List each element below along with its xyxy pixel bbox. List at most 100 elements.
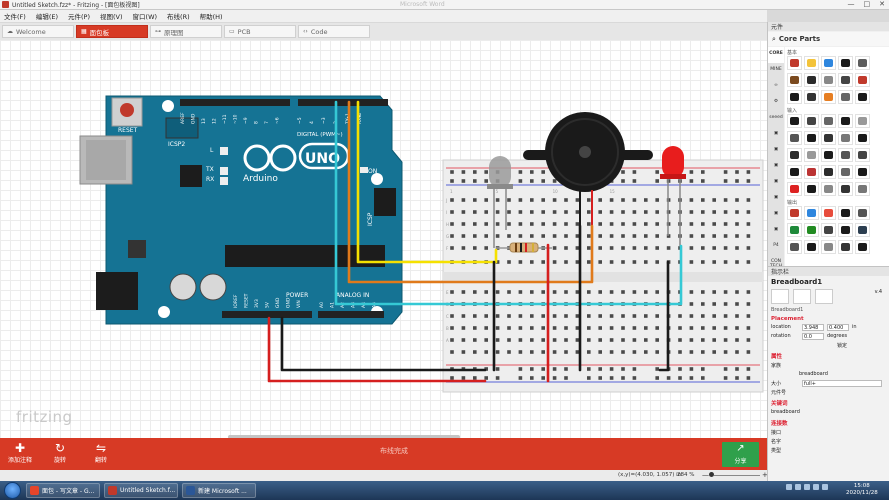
parts-bin-tab[interactable]: CORE	[768, 47, 784, 63]
part-icon[interactable]	[821, 206, 836, 220]
part-icon[interactable]	[804, 90, 819, 104]
wire-orange[interactable]	[347, 100, 594, 284]
add-note-button[interactable]: ✚ 添加注释	[0, 441, 40, 464]
part-icon[interactable]	[804, 206, 819, 220]
size-select[interactable]: full+	[802, 379, 882, 387]
parts-bin-tab[interactable]: ∞	[774, 83, 778, 88]
part-icon[interactable]	[855, 73, 870, 87]
parts-bin-tab[interactable]: ▣	[773, 179, 779, 184]
part-icon[interactable]	[855, 114, 870, 128]
parts-bin-tab[interactable]: seeed	[769, 115, 783, 120]
part-icon[interactable]	[838, 56, 853, 70]
red-led[interactable]	[660, 146, 686, 246]
menu-routing[interactable]: 布线(R)	[167, 13, 190, 21]
menu-window[interactable]: 窗口(W)	[132, 13, 158, 21]
part-icon[interactable]	[804, 114, 819, 128]
tab-breadboard[interactable]: ▦ 面包板	[76, 25, 148, 38]
menu-file[interactable]: 文件(F)	[4, 13, 26, 21]
part-icon[interactable]	[855, 165, 870, 179]
part-icon[interactable]	[838, 73, 853, 87]
part-icon[interactable]	[787, 114, 802, 128]
arduino-uno-board[interactable]: RESET ICSP2 L TX RX ON ICSP DIGITAL (PWM…	[79, 95, 403, 325]
part-icon[interactable]	[787, 73, 802, 87]
part-icon[interactable]	[787, 182, 802, 196]
part-icon[interactable]	[855, 148, 870, 162]
part-icon[interactable]	[821, 223, 836, 237]
wire-black-bb-3[interactable]	[658, 260, 670, 372]
thumb-breadboard-view[interactable]	[771, 289, 789, 304]
parts-bin-tab[interactable]: P4	[773, 243, 779, 248]
resistor[interactable]	[496, 242, 552, 253]
parts-bin-tab[interactable]: ▣	[773, 227, 779, 232]
part-icon[interactable]	[804, 182, 819, 196]
part-icon[interactable]	[821, 90, 836, 104]
part-icon[interactable]	[838, 131, 853, 145]
part-icon[interactable]	[804, 56, 819, 70]
taskbar-item-browser[interactable]: 面包 - 写文章 - G...	[26, 483, 100, 498]
tab-welcome[interactable]: ☁ Welcome	[2, 25, 74, 38]
rotate-button[interactable]: ↻ 旋转	[40, 441, 80, 464]
piezo-buzzer[interactable]	[523, 112, 653, 226]
tray-icon[interactable]	[804, 484, 810, 490]
tab-pcb[interactable]: ▭ PCB	[224, 25, 296, 38]
part-icon[interactable]	[821, 240, 836, 254]
menu-edit[interactable]: 编辑(E)	[35, 13, 58, 21]
close-button[interactable]: ✕	[879, 0, 885, 8]
search-icon[interactable]: ⌕	[772, 34, 776, 43]
location-y-input[interactable]: 0.400	[827, 323, 849, 331]
parts-bin-tab[interactable]: MINE	[770, 67, 782, 72]
taskbar-item-word[interactable]: 新建 Microsoft ...	[182, 483, 256, 498]
part-icon[interactable]	[821, 56, 836, 70]
part-icon[interactable]	[855, 182, 870, 196]
part-icon[interactable]	[804, 223, 819, 237]
part-icon[interactable]	[855, 56, 870, 70]
share-button[interactable]: ↗ 分享	[722, 442, 759, 467]
part-icon[interactable]	[821, 165, 836, 179]
part-icon[interactable]	[838, 165, 853, 179]
menu-help[interactable]: 帮助(H)	[199, 13, 223, 21]
parts-bin-tab[interactable]: ⚙	[773, 99, 779, 104]
wire-black[interactable]	[280, 316, 487, 372]
parts-bin-tab[interactable]: ▣	[773, 131, 779, 136]
part-icon[interactable]	[804, 131, 819, 145]
thumb-schematic-view[interactable]	[793, 289, 811, 304]
taskbar-clock[interactable]: 15:08 2020/11/28	[846, 483, 878, 497]
zoom-slider-handle[interactable]	[709, 472, 714, 477]
zoom-out-button[interactable]: —	[702, 471, 709, 479]
part-icon[interactable]	[838, 240, 853, 254]
part-icon[interactable]	[787, 206, 802, 220]
breadboard-canvas[interactable]: RESET ICSP2 L TX RX ON ICSP DIGITAL (PWM…	[0, 40, 767, 438]
part-icon[interactable]	[838, 114, 853, 128]
tab-schematic[interactable]: ⊶ 原理图	[150, 25, 222, 38]
rotation-input[interactable]: 0.0	[802, 332, 824, 340]
parts-bin-tab[interactable]: ▣	[773, 163, 779, 168]
zoom-in-button[interactable]: +	[762, 471, 768, 479]
minimize-button[interactable]: —	[847, 0, 855, 8]
part-icon[interactable]	[787, 90, 802, 104]
part-icon[interactable]	[855, 206, 870, 220]
part-icon[interactable]	[787, 131, 802, 145]
part-icon[interactable]	[787, 56, 802, 70]
part-icon[interactable]	[804, 73, 819, 87]
part-icon[interactable]	[855, 223, 870, 237]
part-icon[interactable]	[838, 182, 853, 196]
part-icon[interactable]	[821, 131, 836, 145]
grey-led[interactable]	[487, 156, 513, 248]
part-icon[interactable]	[855, 90, 870, 104]
part-icon[interactable]	[838, 206, 853, 220]
part-icon[interactable]	[821, 182, 836, 196]
tray-icon[interactable]	[813, 484, 819, 490]
flip-button[interactable]: ⇋ 翻转	[81, 441, 121, 464]
tray-icon[interactable]	[822, 484, 828, 490]
start-button[interactable]	[4, 482, 21, 499]
part-icon[interactable]	[855, 131, 870, 145]
thumb-pcb-view[interactable]	[815, 289, 833, 304]
tray-icon[interactable]	[795, 484, 801, 490]
taskbar-item-fritzing[interactable]: Untitled Sketch.f...	[104, 483, 178, 498]
lock-checkbox[interactable]: 锁定	[837, 342, 848, 349]
parts-bin-tab[interactable]: ▣	[773, 195, 779, 200]
tray-icon[interactable]	[786, 484, 792, 490]
part-icon[interactable]	[804, 240, 819, 254]
maximize-button[interactable]: □	[863, 0, 871, 8]
